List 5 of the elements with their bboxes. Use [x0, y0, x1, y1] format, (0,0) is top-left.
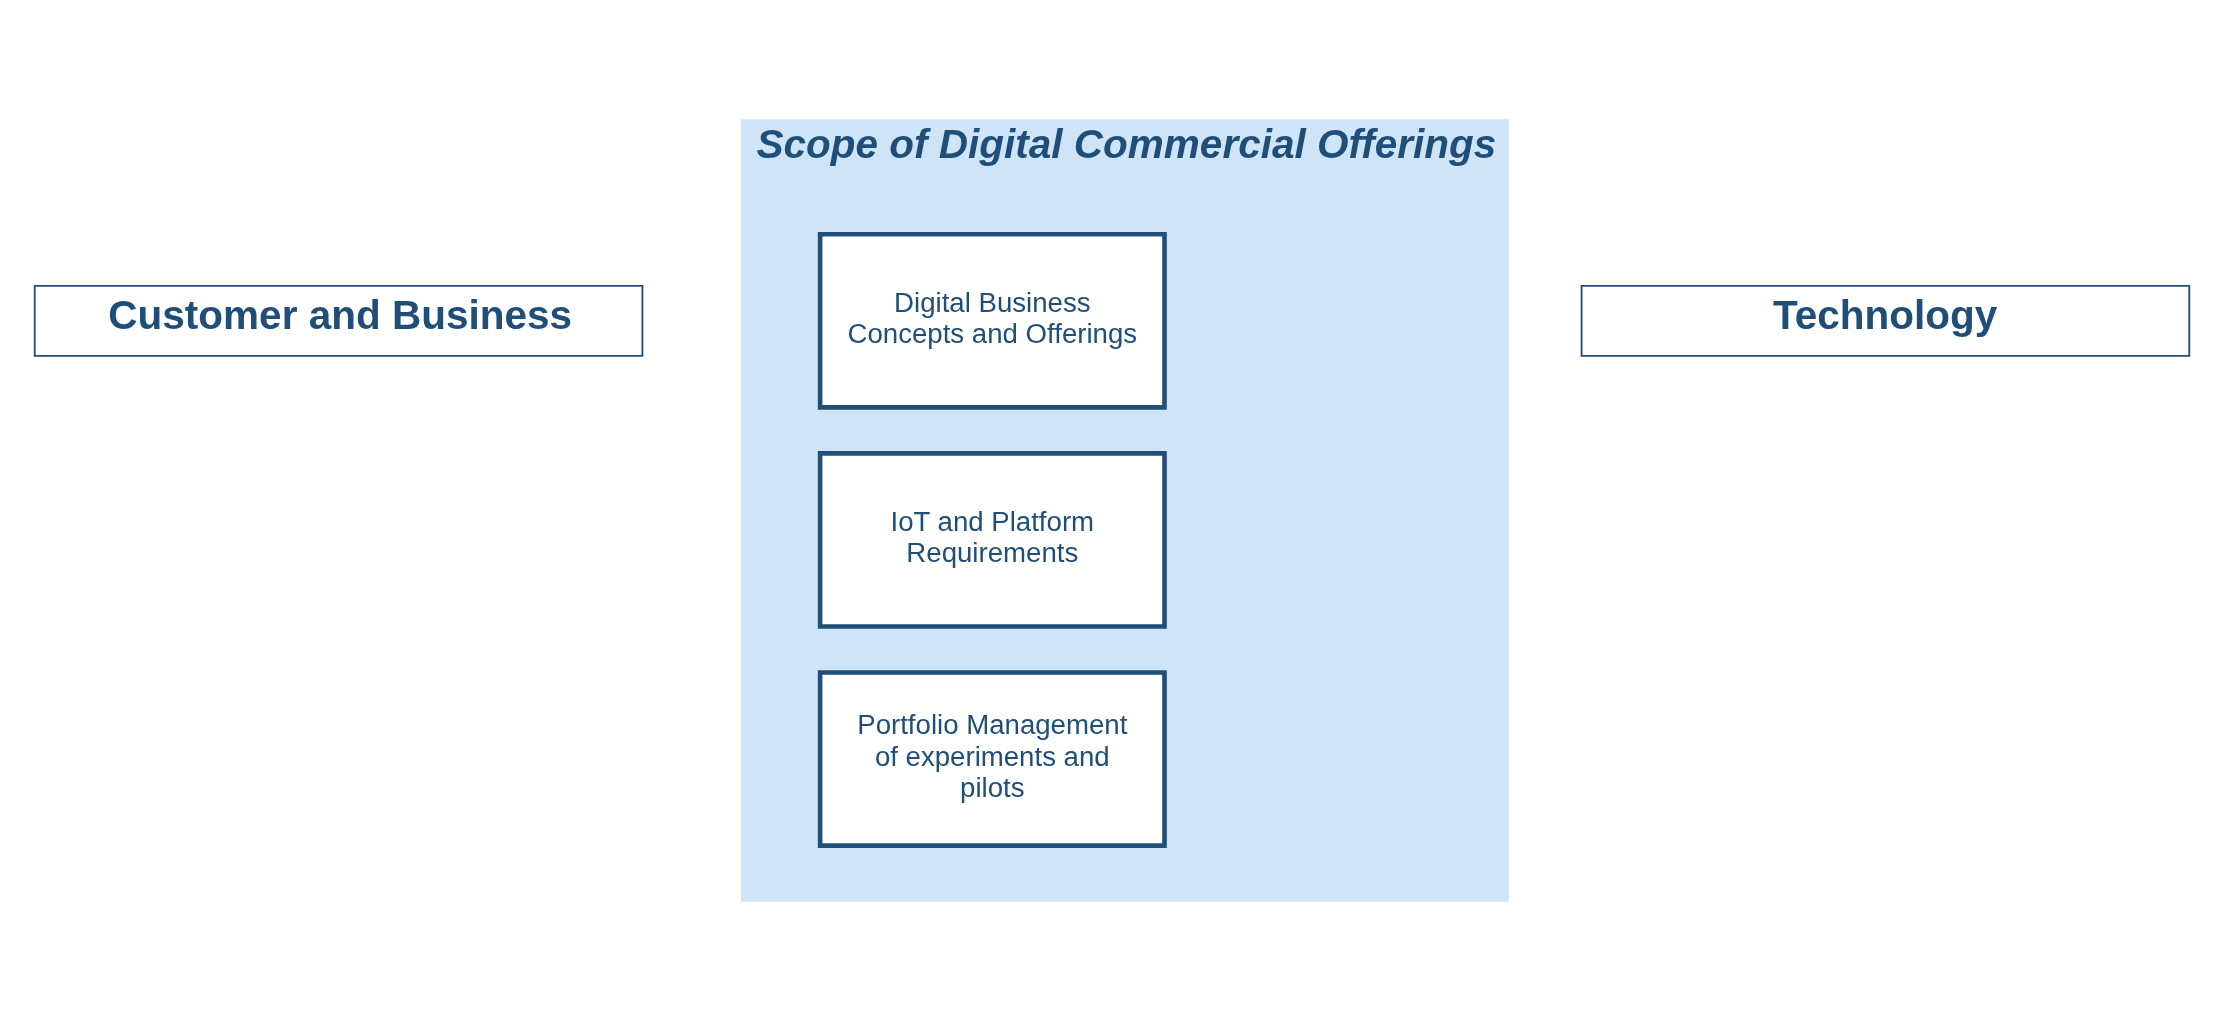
node-box: IoT and Platform Requirements: [817, 451, 1167, 629]
node-box: Portfolio Management of experiments and pilots: [817, 670, 1167, 848]
label: Technology: [1773, 292, 1998, 339]
label: Customer and Business: [108, 292, 572, 339]
node-box: Digital Business Concepts and Offerings: [817, 231, 1167, 410]
